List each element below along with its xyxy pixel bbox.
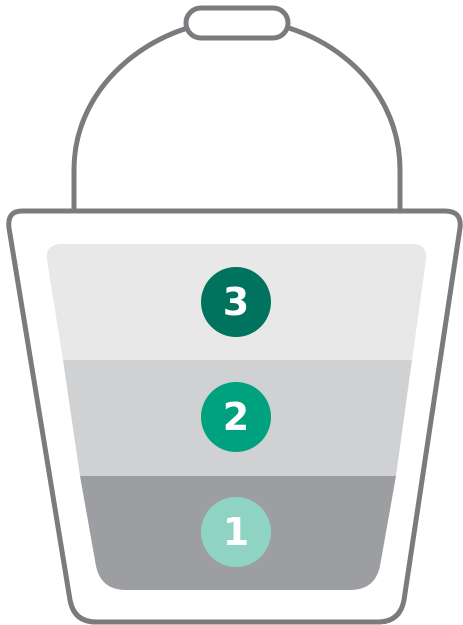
layer-1-badge: 1 [201,497,271,567]
layer-2-number: 2 [223,395,249,439]
layer-3-number: 3 [223,280,249,324]
layer-1-number: 1 [223,510,249,554]
badge-1-circle [201,497,271,567]
layer-2-badge: 2 [201,382,271,452]
badge-2-circle [201,382,271,452]
layer-3-badge: 3 [201,267,271,337]
badge-3-circle [201,267,271,337]
bucket-handle-icon [71,17,403,213]
handle-grip-icon [183,5,291,41]
